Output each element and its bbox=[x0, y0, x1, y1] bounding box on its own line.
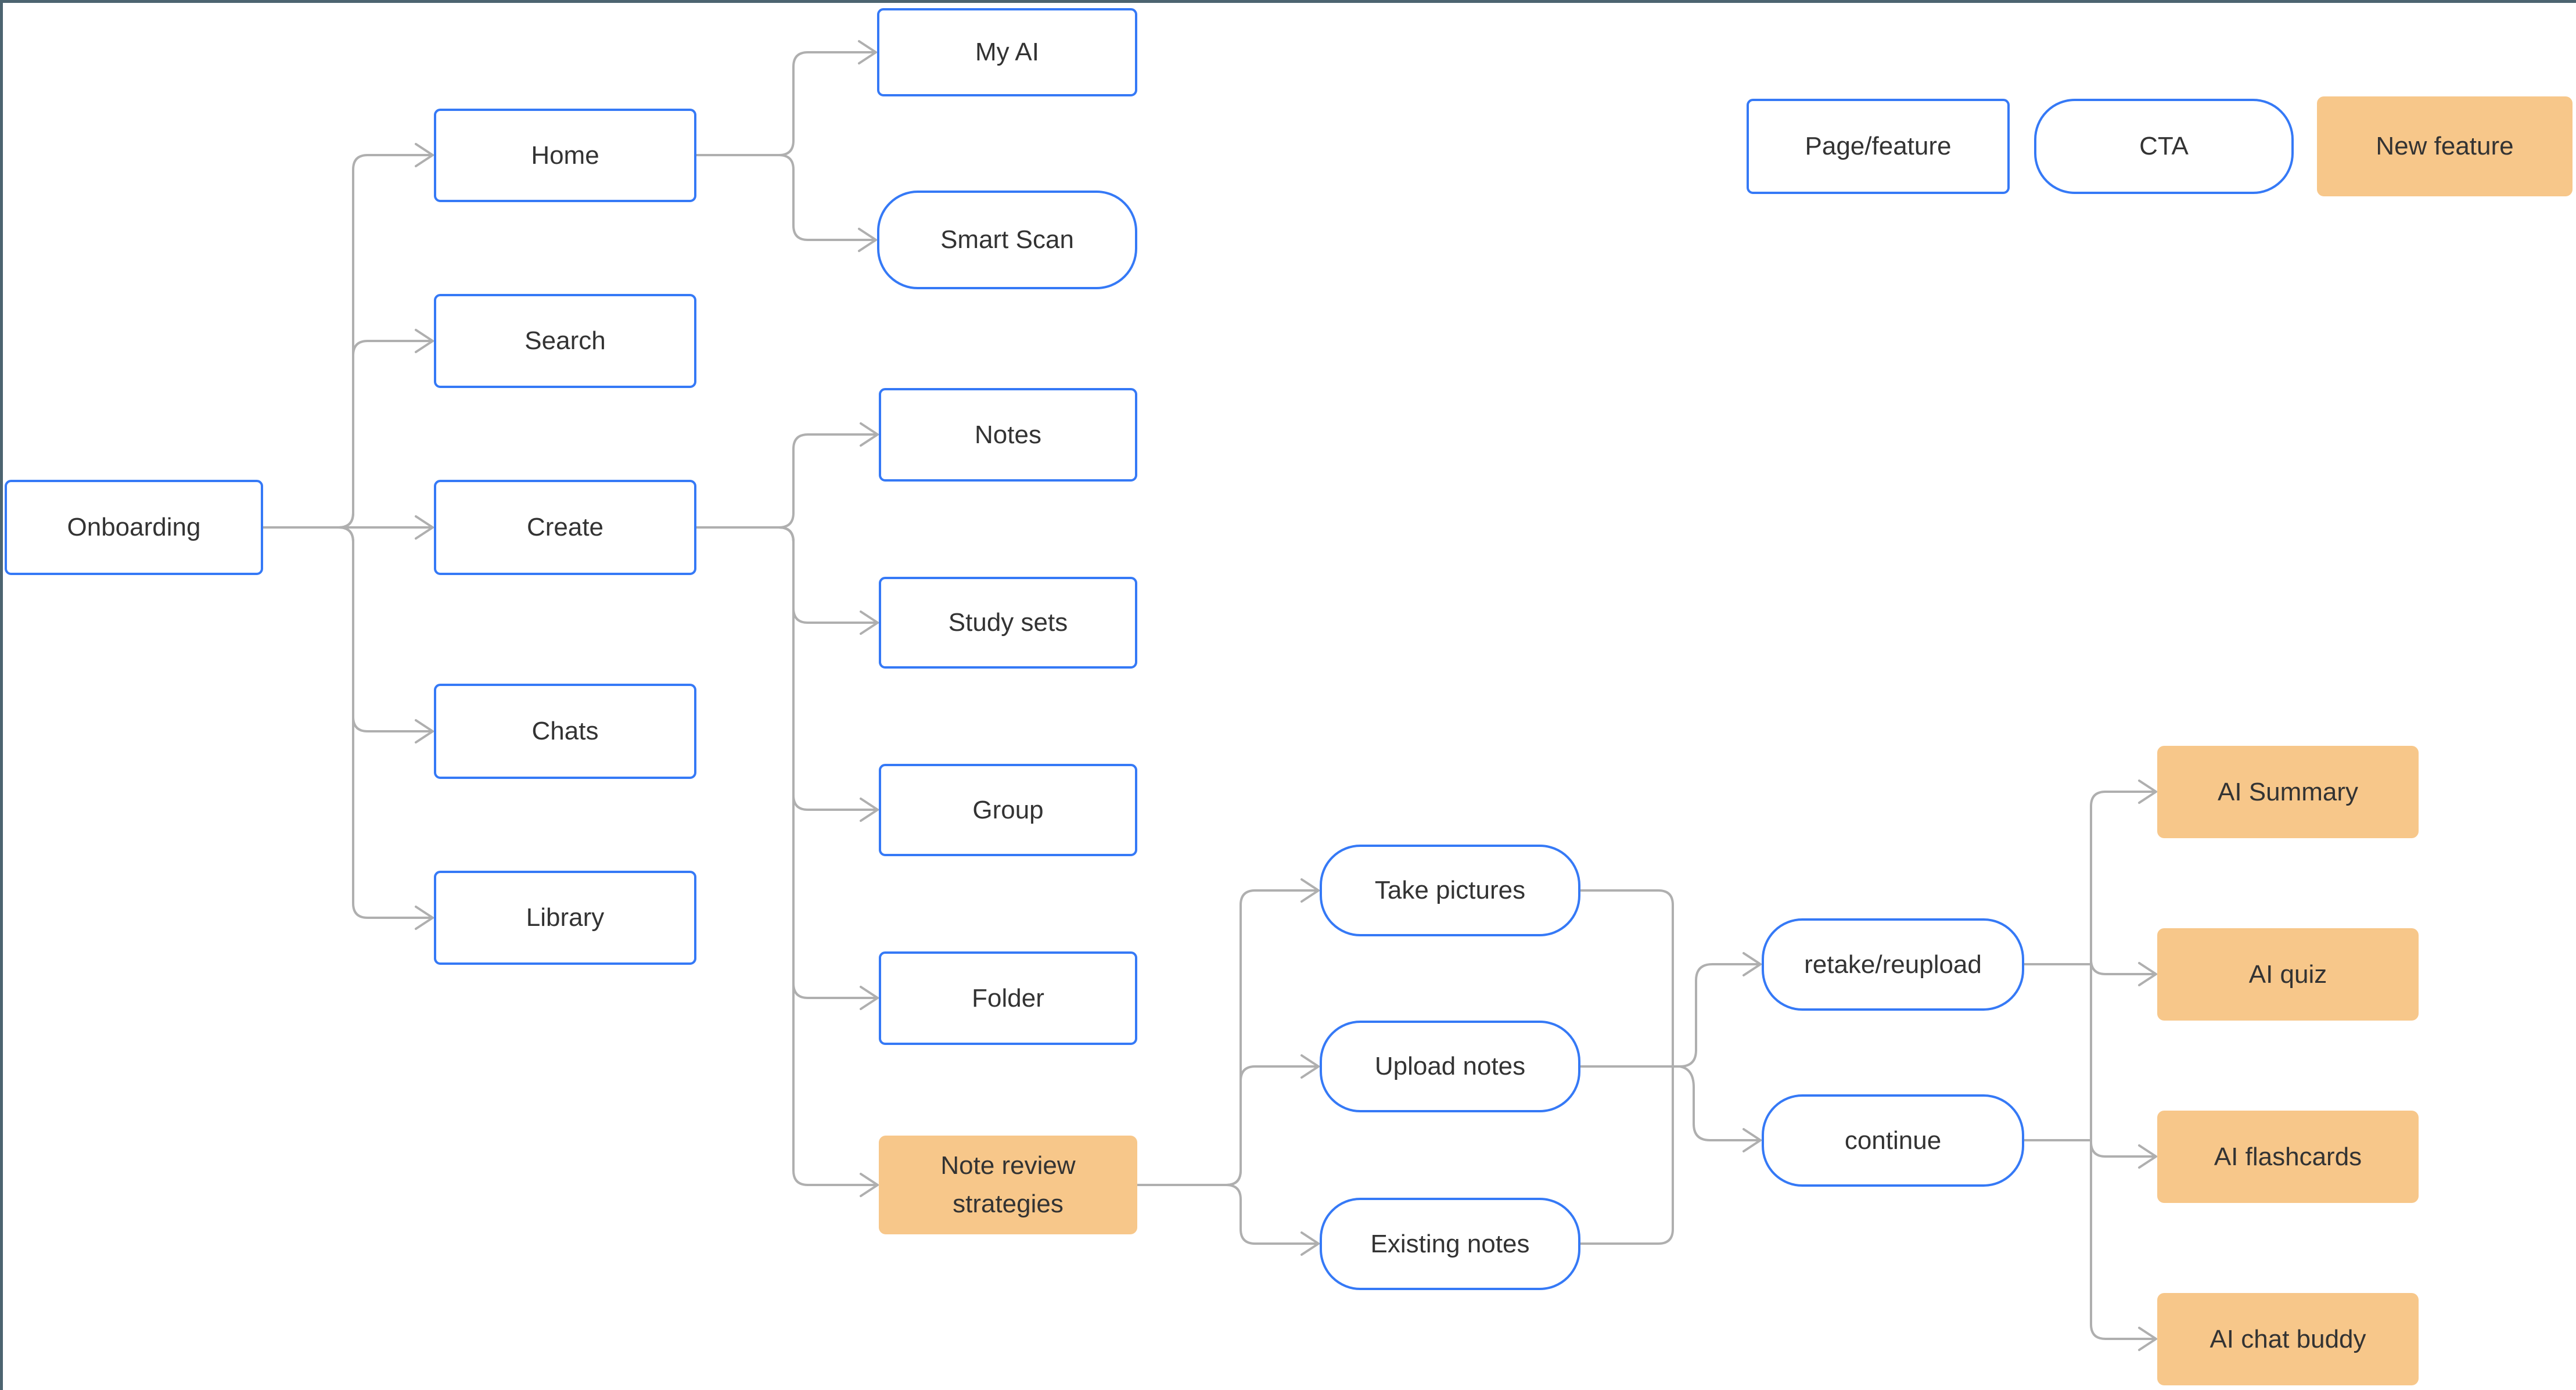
arrowhead-icon bbox=[1743, 1128, 1762, 1152]
arrowhead-icon bbox=[415, 515, 434, 540]
arrowhead-icon bbox=[2138, 1327, 2157, 1351]
node-folder[interactable]: Folder bbox=[879, 951, 1137, 1045]
connector-line bbox=[2090, 958, 2155, 975]
node-ai-quiz[interactable]: AI quiz bbox=[2157, 928, 2419, 1021]
arrowhead-icon bbox=[860, 422, 879, 447]
node-label-smart-scan: Smart Scan bbox=[940, 225, 1074, 254]
arrowhead-icon bbox=[1300, 1231, 1320, 1256]
node-label-legend-page-feature: Page/feature bbox=[1805, 132, 1952, 160]
node-ai-flashcards[interactable]: AI flashcards bbox=[2157, 1111, 2419, 1203]
frame-border-left bbox=[0, 0, 3, 1390]
node-label-chats: Chats bbox=[531, 717, 599, 745]
node-label-notes: Notes bbox=[975, 420, 1041, 449]
node-label-ai-chat-buddy: AI chat buddy bbox=[2209, 1324, 2366, 1353]
arrowhead-icon bbox=[1300, 878, 1320, 903]
connector-line bbox=[1225, 1065, 1317, 1186]
node-label-library: Library bbox=[526, 903, 605, 932]
connector-line bbox=[1679, 963, 1759, 1068]
node-label-retake-reupload: retake/reupload bbox=[1804, 950, 1982, 979]
arrowhead-icon bbox=[860, 610, 879, 635]
node-label-existing-notes: Existing notes bbox=[1370, 1229, 1530, 1258]
connector-line bbox=[778, 154, 875, 241]
arrowhead-icon bbox=[415, 906, 434, 930]
node-my-ai[interactable]: My AI bbox=[877, 8, 1137, 96]
node-label-note-review: Note review strategies bbox=[940, 1151, 1076, 1218]
node-group[interactable]: Group bbox=[879, 764, 1137, 856]
node-existing-notes[interactable]: Existing notes bbox=[1320, 1198, 1580, 1290]
node-ai-chat-buddy[interactable]: AI chat buddy bbox=[2157, 1293, 2419, 1385]
node-library[interactable]: Library bbox=[434, 871, 696, 965]
arrowhead-icon bbox=[860, 1173, 879, 1197]
node-label-legend-new-feature: New feature bbox=[2376, 132, 2514, 160]
node-label-take-pictures: Take pictures bbox=[1374, 876, 1526, 904]
arrowhead-icon bbox=[860, 986, 879, 1010]
connector-line bbox=[2090, 1139, 2155, 1340]
node-legend-cta[interactable]: CTA bbox=[2034, 99, 2294, 194]
arrowhead-icon bbox=[2138, 780, 2157, 804]
node-continue[interactable]: continue bbox=[1762, 1094, 2024, 1187]
arrowhead-icon bbox=[858, 40, 877, 64]
node-label-search: Search bbox=[524, 326, 606, 355]
node-upload-notes[interactable]: Upload notes bbox=[1320, 1021, 1580, 1112]
arrowhead-icon bbox=[2138, 962, 2157, 986]
node-label-ai-flashcards: AI flashcards bbox=[2214, 1142, 2362, 1171]
node-legend-page-feature[interactable]: Page/feature bbox=[1747, 99, 2010, 194]
connector-line bbox=[337, 526, 432, 919]
node-chats[interactable]: Chats bbox=[434, 684, 696, 779]
frame-border-top bbox=[0, 0, 2576, 3]
arrowhead-icon bbox=[1300, 1054, 1320, 1079]
node-notes[interactable]: Notes bbox=[879, 388, 1137, 482]
connector-line bbox=[778, 51, 875, 156]
node-study-sets[interactable]: Study sets bbox=[879, 577, 1137, 669]
node-label-study-sets: Study sets bbox=[948, 608, 1068, 637]
node-retake-reupload[interactable]: retake/reupload bbox=[1762, 918, 2024, 1011]
node-create[interactable]: Create bbox=[434, 480, 696, 575]
node-label-upload-notes: Upload notes bbox=[1374, 1052, 1526, 1080]
node-label-continue: continue bbox=[1844, 1126, 1942, 1155]
node-label-legend-cta: CTA bbox=[2139, 132, 2189, 160]
node-onboarding[interactable]: Onboarding bbox=[5, 480, 263, 575]
node-label-ai-quiz: AI quiz bbox=[2248, 960, 2327, 989]
node-legend-new-feature[interactable]: New feature bbox=[2317, 96, 2573, 196]
connector-line bbox=[778, 433, 876, 529]
arrowhead-icon bbox=[860, 798, 879, 822]
node-label-create: Create bbox=[526, 513, 604, 541]
connector-line bbox=[778, 526, 876, 1186]
node-label-folder: Folder bbox=[972, 983, 1044, 1012]
node-smart-scan[interactable]: Smart Scan bbox=[877, 191, 1137, 289]
arrowhead-icon bbox=[1743, 952, 1762, 976]
arrowhead-icon bbox=[2138, 1144, 2157, 1169]
connector-line bbox=[1679, 1065, 1759, 1141]
connector-line bbox=[1225, 1184, 1317, 1245]
node-label-onboarding: Onboarding bbox=[67, 513, 201, 541]
node-note-review[interactable]: Note review strategies bbox=[879, 1136, 1137, 1234]
node-ai-summary[interactable]: AI Summary bbox=[2157, 746, 2419, 838]
connector-line bbox=[337, 340, 432, 529]
arrowhead-icon bbox=[415, 719, 434, 744]
node-search[interactable]: Search bbox=[434, 294, 696, 388]
node-label-my-ai: My AI bbox=[975, 38, 1040, 66]
node-label-ai-summary: AI Summary bbox=[2217, 777, 2359, 806]
node-home[interactable]: Home bbox=[434, 109, 696, 202]
node-label-group: Group bbox=[972, 795, 1044, 824]
arrowhead-icon bbox=[415, 329, 434, 353]
arrowhead-icon bbox=[858, 228, 877, 252]
node-take-pictures[interactable]: Take pictures bbox=[1320, 845, 1580, 936]
connector-line bbox=[2090, 791, 2155, 965]
node-label-home: Home bbox=[531, 141, 599, 170]
arrowhead-icon bbox=[415, 143, 434, 167]
